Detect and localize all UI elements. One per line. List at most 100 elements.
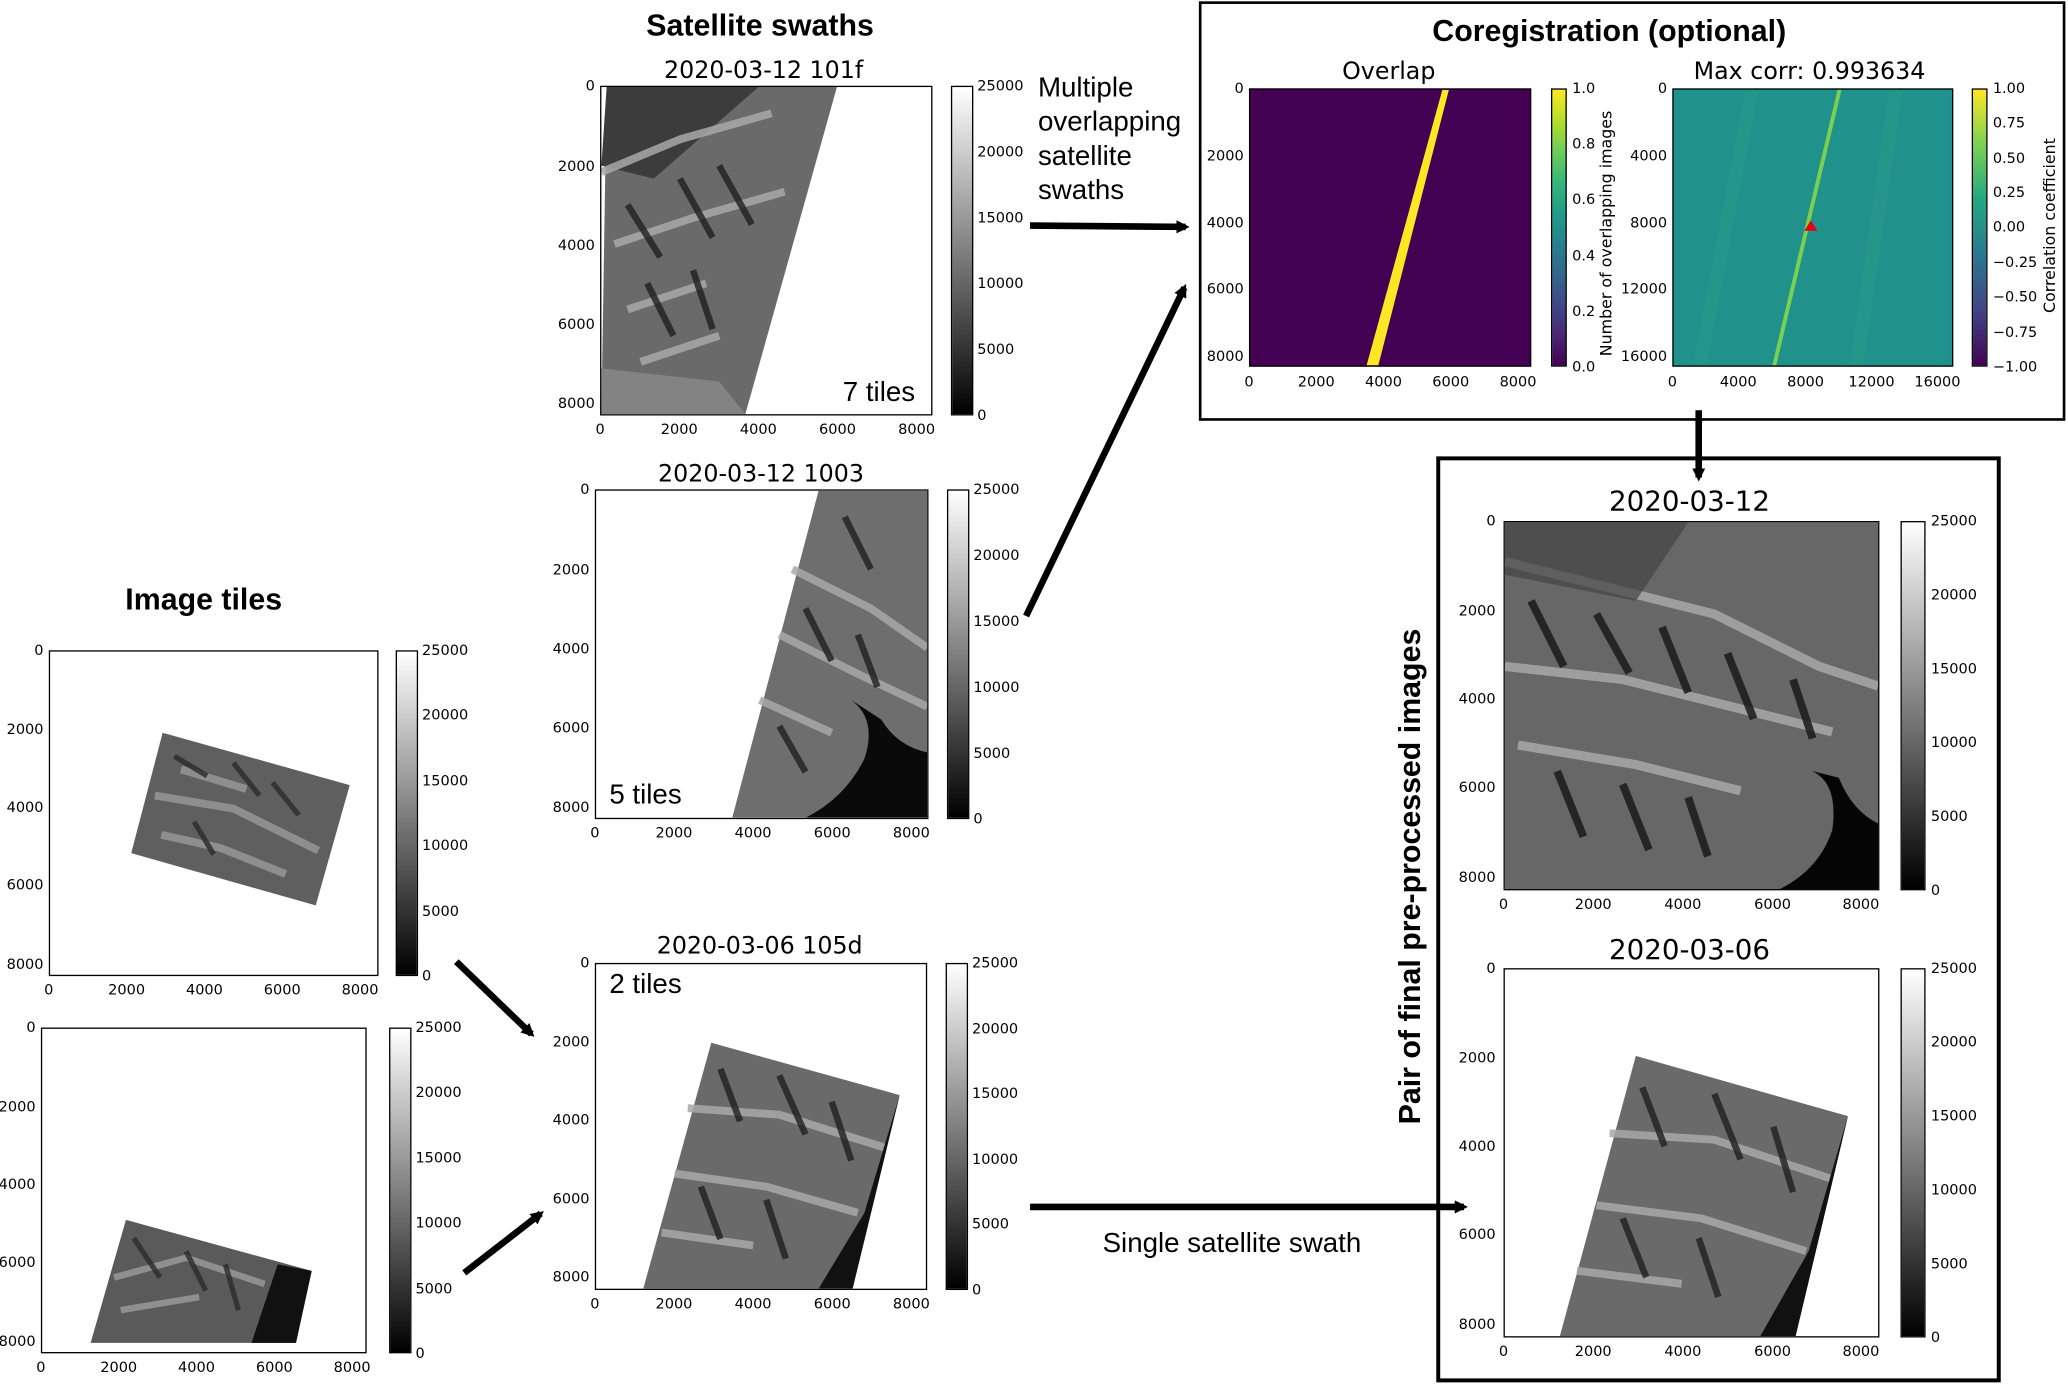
swath-2-x-tick: 0 xyxy=(590,824,600,842)
correlation-cbar-tick: 0.00 xyxy=(1992,218,2026,236)
final-1-cbar-tick: 5000 xyxy=(1930,807,1968,826)
final-2-plot xyxy=(1503,968,1880,1338)
swath-2-x-tick: 6000 xyxy=(813,824,851,842)
swath-1-cbar-tick: 25000 xyxy=(977,77,1024,95)
tile-1-cbar-tick: 25000 xyxy=(422,641,469,659)
correlation-cbar-tick: −0.75 xyxy=(1992,323,2038,341)
final-2-cbar-tick: 20000 xyxy=(1930,1033,1978,1051)
overlap-x-tick: 8000 xyxy=(1499,373,1537,391)
tile-1-y-tick: 4000 xyxy=(6,798,44,816)
tile-1-x-tick: 0 xyxy=(44,981,54,999)
swath-1-y-tick: 0 xyxy=(585,77,595,95)
final-1-y-tick: 6000 xyxy=(1458,778,1496,797)
final-1-x-tick: 6000 xyxy=(1754,895,1792,913)
tile-2-cbar-tick: 25000 xyxy=(415,1018,462,1037)
swath-1-y-tick: 6000 xyxy=(557,315,595,334)
swath-2-colorbar xyxy=(946,489,970,820)
final-2-title: 2020-03-06 xyxy=(1609,933,1770,966)
final-1-y-tick: 2000 xyxy=(1458,602,1496,620)
tile-2-cbar-tick: 15000 xyxy=(415,1149,462,1167)
swath-1-tile-count: 7 tiles xyxy=(842,377,916,408)
swath-3-cbar-tick: 15000 xyxy=(972,1084,1019,1103)
correlation-x-tick: 8000 xyxy=(1787,373,1825,391)
final-2-cbar-tick: 5000 xyxy=(1930,1255,1968,1273)
overlap-y-tick: 8000 xyxy=(1206,347,1244,365)
swath-1-cbar-tick: 5000 xyxy=(977,340,1015,359)
swath-1-cbar-tick: 10000 xyxy=(977,275,1024,293)
final-2-cbar-tick: 25000 xyxy=(1930,959,1978,977)
swath-2-cbar-tick: 20000 xyxy=(973,546,1020,564)
overlap-colorbar xyxy=(1551,88,1567,367)
correlation-cbar-tick: −1.00 xyxy=(1992,358,2038,376)
swath-1-cbar-tick: 0 xyxy=(977,406,987,425)
swath-1-x-tick: 6000 xyxy=(819,420,856,438)
correlation-y-tick: 16000 xyxy=(1620,347,1668,365)
final-2-y-tick: 6000 xyxy=(1458,1226,1496,1244)
swath-3-tile-count: 2 tiles xyxy=(609,969,682,1000)
tile-2-y-tick: 4000 xyxy=(0,1175,36,1194)
tile-2-cbar-tick: 20000 xyxy=(415,1083,462,1101)
final-2-y-tick: 2000 xyxy=(1458,1049,1496,1067)
swath-3-x-tick: 6000 xyxy=(813,1295,851,1313)
arrow-swath1-to-coreg xyxy=(1030,220,1190,234)
swath-3-y-tick: 6000 xyxy=(552,1190,590,1208)
final-2-y-tick: 8000 xyxy=(1458,1315,1496,1333)
final-2-y-tick: 0 xyxy=(1486,959,1496,977)
correlation-cbar-tick: −0.50 xyxy=(1992,288,2038,306)
swath-1-x-tick: 4000 xyxy=(739,420,777,438)
correlation-title: Max corr: 0.993634 xyxy=(1693,58,1926,86)
overlap-x-tick: 4000 xyxy=(1365,373,1402,391)
correlation-cbar-tick: 0.50 xyxy=(1992,149,2026,167)
arrow-swath2-to-coreg xyxy=(1023,283,1188,618)
swath-3-cbar-tick: 20000 xyxy=(972,1020,1019,1038)
final-1-y-tick: 0 xyxy=(1486,512,1496,530)
image-tiles-header: Image tiles xyxy=(125,581,283,616)
tile-2-cbar-tick: 0 xyxy=(415,1344,425,1362)
swath-2-y-tick: 0 xyxy=(580,480,590,498)
swath-1-colorbar xyxy=(950,85,974,416)
multiple-swaths-note: Multiple overlapping satellite swaths xyxy=(1038,71,1181,208)
swath-2-x-tick: 4000 xyxy=(734,824,772,842)
tile-2-y-tick: 0 xyxy=(26,1018,36,1037)
swath-3-x-tick: 4000 xyxy=(734,1295,772,1313)
final-1-plot xyxy=(1503,521,1880,891)
swath-1-x-tick: 8000 xyxy=(898,420,936,438)
tile-1-cbar-tick: 5000 xyxy=(422,902,459,921)
overlap-x-tick: 2000 xyxy=(1297,373,1335,391)
final-2-x-tick: 0 xyxy=(1498,1342,1509,1360)
tile-1-cbar-tick: 10000 xyxy=(422,836,469,855)
tile-1-plot xyxy=(48,650,379,977)
tile-1-cbar-tick: 0 xyxy=(422,967,432,985)
tile-2-cbar-tick: 10000 xyxy=(415,1214,462,1232)
tile-2-plot xyxy=(40,1027,367,1354)
swath-2-cbar-tick: 25000 xyxy=(973,480,1020,498)
swath-3-title: 2020-03-06 105d xyxy=(656,932,863,961)
swath-3-y-tick: 0 xyxy=(580,954,590,972)
swath-3-y-tick: 4000 xyxy=(552,1111,590,1129)
final-pair-box xyxy=(1436,456,2001,1383)
final-2-x-tick: 8000 xyxy=(1842,1342,1880,1360)
tile-2-colorbar xyxy=(389,1027,412,1354)
tile-1-y-tick: 0 xyxy=(34,641,44,659)
final-1-x-tick: 2000 xyxy=(1574,895,1612,913)
swath-3-x-tick: 2000 xyxy=(655,1295,693,1313)
swath-2-y-tick: 8000 xyxy=(552,798,590,816)
overlap-plot xyxy=(1248,88,1532,367)
final-2-x-tick: 2000 xyxy=(1574,1342,1612,1360)
correlation-cbar-tick: 0.75 xyxy=(1992,114,2026,132)
overlap-y-tick: 6000 xyxy=(1206,280,1244,298)
correlation-y-tick: 0 xyxy=(1657,79,1668,97)
final-1-y-tick: 4000 xyxy=(1458,690,1496,708)
final-2-colorbar xyxy=(1900,968,1926,1338)
swath-2-cbar-tick: 10000 xyxy=(973,678,1020,696)
swath-2-title: 2020-03-12 1003 xyxy=(658,460,864,489)
correlation-cbar-tick: 0.25 xyxy=(1992,184,2026,202)
tile-2-y-tick: 6000 xyxy=(0,1253,36,1271)
tile-2-cbar-tick: 5000 xyxy=(415,1280,453,1298)
tile-1-y-tick: 2000 xyxy=(6,720,44,739)
final-1-cbar-tick: 0 xyxy=(1930,881,1941,899)
final-1-colorbar xyxy=(1900,521,1926,891)
final-1-cbar-tick: 25000 xyxy=(1930,512,1978,530)
